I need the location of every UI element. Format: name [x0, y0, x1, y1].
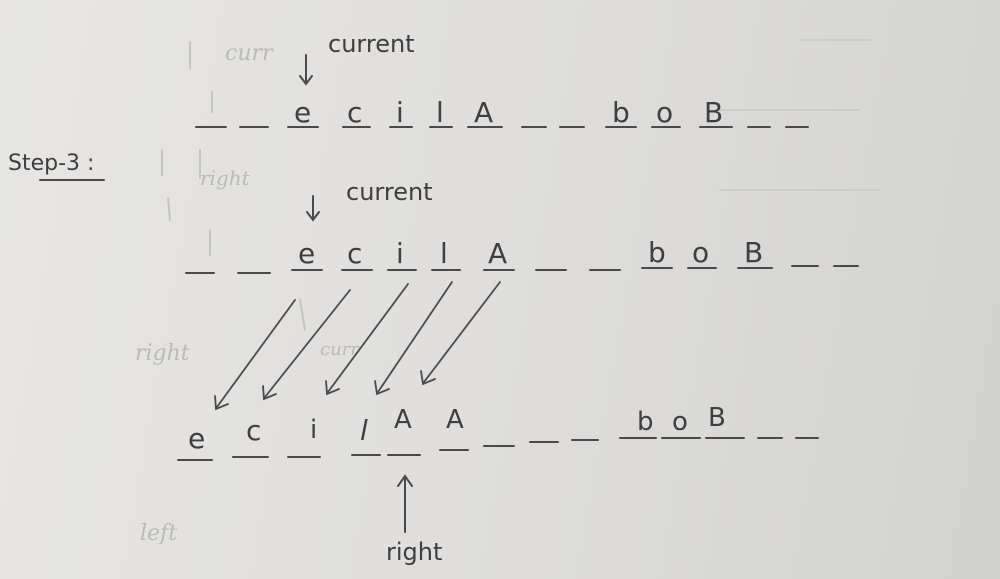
row3-cell-b: b: [637, 407, 654, 437]
step-label: Step-3 :: [8, 151, 105, 181]
row-1: current e c i l A b o B: [195, 30, 809, 129]
row-3: e c i l A A b o B: [177, 403, 819, 461]
row2-cell-B: B: [744, 236, 763, 269]
row3-cell-A2: A: [446, 405, 464, 435]
ghost-marks: curr right right curr left: [135, 39, 881, 546]
shift-arrow-i: [327, 283, 409, 393]
row3-cell-l: l: [360, 414, 368, 447]
ghost-text-right-2: right: [135, 341, 190, 366]
row1-cell-o: o: [656, 96, 673, 129]
shift-arrows: [214, 281, 501, 411]
row2-cell-i: i: [396, 237, 404, 270]
shift-arrow-l: [377, 281, 453, 393]
shift-arrow-e: [216, 299, 296, 408]
shift-arrow-c: [264, 289, 351, 398]
row1-cell-B: B: [704, 96, 723, 129]
current-label-2: current: [346, 178, 433, 206]
current-label-1: current: [328, 30, 415, 58]
row2-cell-e: e: [298, 237, 315, 270]
row2-cell-A: A: [488, 237, 507, 270]
row2-cell-c: c: [347, 237, 362, 270]
ghost-text-left: left: [140, 521, 177, 546]
ghost-text-curr-2: curr: [320, 339, 360, 360]
row1-cell-c: c: [347, 96, 362, 129]
row1-cell-e: e: [294, 96, 311, 129]
row2-cell-o: o: [692, 236, 709, 269]
row1-cell-A: A: [474, 96, 493, 129]
shift-arrow-A: [423, 281, 501, 383]
step-label-text: Step-3 :: [8, 151, 94, 176]
row3-cell-i: i: [310, 415, 317, 445]
row3-cell-A1: A: [394, 405, 412, 435]
row3-cell-B: B: [708, 403, 726, 433]
row3-cell-c: c: [246, 414, 261, 447]
ghost-text-curr: curr: [225, 41, 274, 66]
row2-cell-l: l: [440, 237, 448, 270]
right-label: right: [386, 538, 442, 566]
row3-cell-o: o: [672, 407, 688, 437]
row-2: current e c i l A b o B: [185, 178, 859, 274]
row2-cell-b: b: [648, 236, 666, 269]
row1-cell-l: l: [436, 96, 444, 129]
row1-cell-i: i: [396, 96, 404, 129]
row1-cell-b: b: [612, 96, 630, 129]
row3-cell-e: e: [188, 422, 205, 455]
right-pointer: right: [386, 474, 442, 566]
ghost-text-right: right: [200, 166, 251, 190]
